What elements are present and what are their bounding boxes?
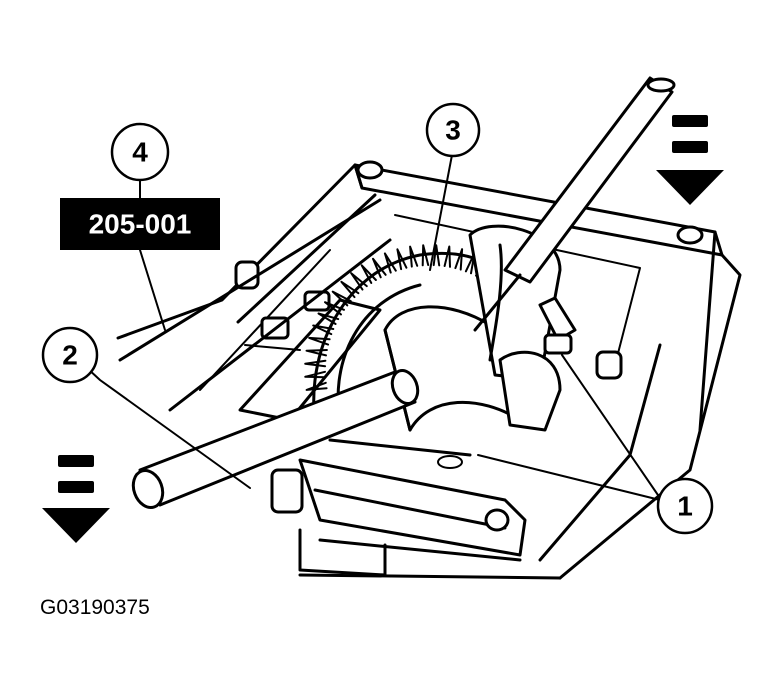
callout-1: 1 bbox=[656, 477, 714, 535]
gear-tooth bbox=[324, 301, 345, 316]
callout-3-label: 3 bbox=[445, 115, 461, 146]
gear-tooth bbox=[454, 248, 464, 271]
press-down-arrow-icon bbox=[656, 115, 724, 205]
fixture-frame bbox=[116, 160, 742, 580]
gear-tooth bbox=[308, 336, 331, 346]
bolt-top-right bbox=[676, 225, 704, 245]
press-rod bbox=[131, 369, 420, 509]
callout-2: 2 bbox=[41, 326, 99, 384]
gear-tooth bbox=[312, 324, 335, 336]
callout-3: 3 bbox=[425, 102, 481, 158]
gear-tooth bbox=[350, 272, 368, 291]
callout-2-label: 2 bbox=[62, 340, 78, 371]
callout-4: 4 bbox=[110, 122, 170, 182]
gear-tooth bbox=[372, 257, 387, 279]
press-shaft bbox=[473, 76, 676, 332]
gear-tooth bbox=[409, 245, 419, 268]
callout-4-label: 4 bbox=[132, 137, 148, 168]
leader-lines bbox=[72, 154, 661, 501]
gear-tooth bbox=[331, 290, 352, 307]
gear-tooth bbox=[304, 359, 327, 368]
tool-number-box: 205-001 bbox=[60, 198, 220, 250]
lower-plate bbox=[270, 438, 527, 577]
stud-left bbox=[234, 260, 260, 290]
figure-id: G03190375 bbox=[40, 596, 150, 619]
stud-right bbox=[595, 350, 623, 380]
gear-tooth bbox=[432, 244, 441, 267]
gear-tooth bbox=[304, 370, 327, 379]
gear-tooth bbox=[360, 264, 377, 284]
bolt-top-left bbox=[356, 160, 384, 180]
gear-tooth bbox=[443, 245, 451, 268]
gear-tooth bbox=[305, 381, 328, 391]
gear-tooth bbox=[305, 349, 328, 357]
gear-tooth bbox=[396, 248, 408, 271]
gear-tooth bbox=[383, 252, 397, 274]
tool-plate-edge bbox=[118, 198, 392, 412]
gear-tooth bbox=[421, 244, 430, 267]
callout-1-label: 1 bbox=[677, 491, 693, 522]
gear-tooth bbox=[317, 312, 340, 325]
gear-tooth bbox=[340, 280, 360, 299]
tool-number-label: 205-001 bbox=[89, 209, 192, 240]
press-down-arrow-icon bbox=[42, 455, 110, 543]
